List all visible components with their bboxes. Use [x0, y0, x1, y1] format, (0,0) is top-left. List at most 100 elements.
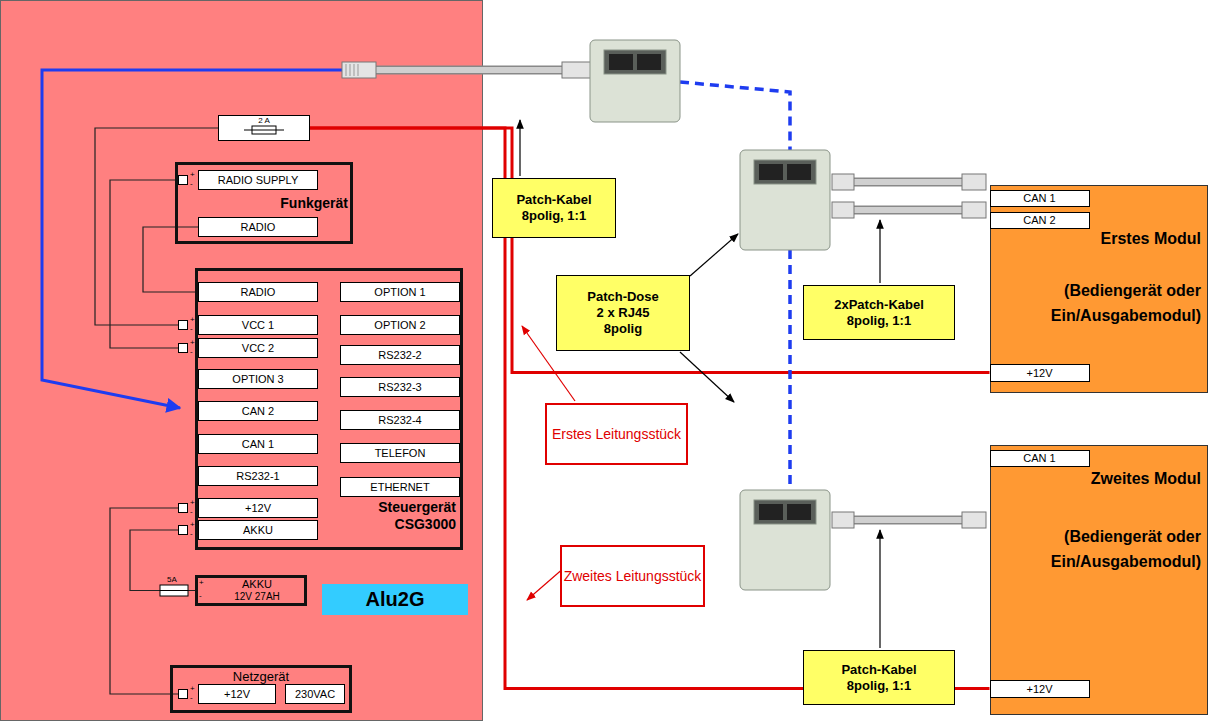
- node-title: CAN 1: [1023, 452, 1055, 464]
- port-box: OPTION 3: [198, 369, 318, 389]
- port-box: VCC 1: [178, 315, 318, 335]
- callout-box: Zweites Leitungsstück: [560, 545, 705, 607]
- node-title: TELEFON: [375, 447, 426, 459]
- module-box: Erstes Modul (Bediengerät oder Ein/Ausgab…: [990, 185, 1208, 393]
- node-title: AKKU: [243, 524, 273, 536]
- node-title: Patch-Kabel: [516, 192, 591, 208]
- port-box: OPTION 2: [340, 315, 460, 335]
- node-title: Zweites Leitungsstück: [564, 568, 702, 585]
- fuse-box: 2 A: [218, 115, 310, 141]
- terminal-symbol: [178, 175, 188, 185]
- terminal-polarity: -: [199, 591, 202, 600]
- terminal-symbol: [178, 525, 188, 535]
- node-text: 2 x RJ45: [597, 305, 650, 321]
- node-title: RADIO SUPPLY: [218, 174, 299, 186]
- terminal-symbol: [178, 503, 188, 513]
- terminal-polarity: +: [190, 520, 195, 529]
- port-frame: RADIO SUPPLY: [198, 170, 318, 190]
- node-title: Erstes Modul: [1001, 230, 1201, 248]
- node-title: +12V: [245, 502, 271, 514]
- terminal-polarity: +: [199, 578, 204, 587]
- port-frame: AKKU: [198, 520, 318, 540]
- node-title: CAN 2: [242, 405, 274, 417]
- wire: [143, 227, 198, 292]
- port-box: RADIO: [198, 282, 318, 302]
- node-title: +12V: [1027, 683, 1053, 695]
- node-title: RS232-4: [378, 414, 421, 426]
- port-box: AKKU: [178, 520, 318, 540]
- terminal-symbol: [178, 343, 188, 353]
- port-frame: VCC 2: [198, 338, 318, 358]
- fuse-rating: 5A: [167, 575, 177, 584]
- fuse-symbol: [244, 125, 284, 135]
- radio-unit: FunkgerätRADIO SUPPLYRADIO: [175, 162, 353, 244]
- node-title: +12V: [224, 688, 250, 700]
- node-title: +12V: [1027, 367, 1053, 379]
- port-frame: VCC 1: [198, 315, 318, 335]
- port-frame: +12V: [198, 498, 318, 518]
- node-title: CAN 1: [1023, 192, 1055, 204]
- port-box: CAN 2: [198, 401, 318, 421]
- supply-wire: [310, 128, 990, 689]
- terminal-polarity: +: [190, 315, 195, 324]
- terminal-polarity: -: [190, 179, 193, 188]
- wire: [110, 508, 178, 694]
- node-text: 12V 27AH: [212, 591, 302, 603]
- port-box: RS232-2: [340, 345, 460, 365]
- port-box: +12V: [990, 364, 1090, 382]
- callout-box: Patch-Dose2 x RJ458polig: [556, 275, 690, 351]
- battery-box: AKKU12V 27AH: [195, 575, 307, 606]
- port-box: RADIO: [198, 217, 318, 237]
- node-title: Erstes Leitungsstück: [552, 426, 681, 443]
- node-title: Alu2G: [366, 588, 425, 611]
- port-box: 230VAC: [285, 684, 345, 704]
- port-frame: +12V: [198, 684, 276, 704]
- port-box: RS232-1: [198, 466, 318, 486]
- port-box: ETHERNET: [340, 477, 460, 497]
- wire: [130, 530, 195, 591]
- node-text: (Bediengerät oder Ein/Ausgabemodul): [1036, 278, 1201, 328]
- wire: [110, 180, 178, 348]
- port-box: +12V: [178, 498, 318, 518]
- node-title: RS232-3: [378, 381, 421, 393]
- node-text: 8polig, 1:1: [522, 208, 586, 224]
- terminal-polarity: -: [190, 347, 193, 356]
- module-box: Zweites Modul(Bediengerät oder Ein/Ausga…: [990, 445, 1208, 715]
- port-box: +12V: [990, 680, 1090, 698]
- node-title: Steuergerät CSG3000: [338, 499, 456, 533]
- port-box: OPTION 1: [340, 282, 460, 302]
- terminal-symbol: [178, 320, 188, 330]
- node-title: Patch-Kabel: [841, 662, 916, 678]
- callout-box: Erstes Leitungsstück: [545, 403, 688, 465]
- terminal-symbol: [178, 689, 188, 699]
- callout-box: 2xPatch-Kabel8polig, 1:1: [803, 285, 955, 340]
- controller-unit: Steuergerät CSG3000 RADIO OPTION 1 VCC 1 OPT…: [195, 268, 463, 550]
- node-title: CAN 1: [242, 438, 274, 450]
- node-title: 2xPatch-Kabel: [834, 297, 924, 313]
- terminal-polarity: -: [190, 693, 193, 702]
- terminal-polarity: -: [190, 507, 193, 516]
- port-box: CAN 1: [990, 190, 1090, 207]
- node-title: ETHERNET: [370, 481, 429, 493]
- terminal-polarity: +: [190, 170, 195, 179]
- node-text: 8polig: [604, 321, 642, 337]
- terminal-polarity: -: [190, 529, 193, 538]
- port-box: TELEFON: [340, 443, 460, 463]
- callout-box: Patch-Kabel8polig, 1:1: [803, 650, 955, 705]
- port-box: RS232-3: [340, 377, 460, 397]
- port-box: CAN 2: [990, 212, 1090, 229]
- callout-box: Patch-Kabel8polig, 1:1: [492, 178, 616, 238]
- power-supply-box: Netzgerät+12V230VAC: [170, 665, 352, 713]
- node-text: 8polig, 1:1: [847, 678, 911, 694]
- node-title: 2 A: [258, 116, 270, 125]
- port-box: CAN 1: [198, 434, 318, 454]
- node-title: Zweites Modul: [1001, 470, 1201, 488]
- port-box: RADIO SUPPLY: [178, 170, 318, 190]
- system-name-badge: Alu2G: [322, 584, 468, 615]
- node-title: RS232-1: [236, 470, 279, 482]
- terminal-polarity: +: [190, 338, 195, 347]
- node-title: OPTION 1: [374, 286, 425, 298]
- node-title: VCC 2: [242, 342, 274, 354]
- node-text: 8polig, 1:1: [847, 313, 911, 329]
- node-title: OPTION 3: [232, 373, 283, 385]
